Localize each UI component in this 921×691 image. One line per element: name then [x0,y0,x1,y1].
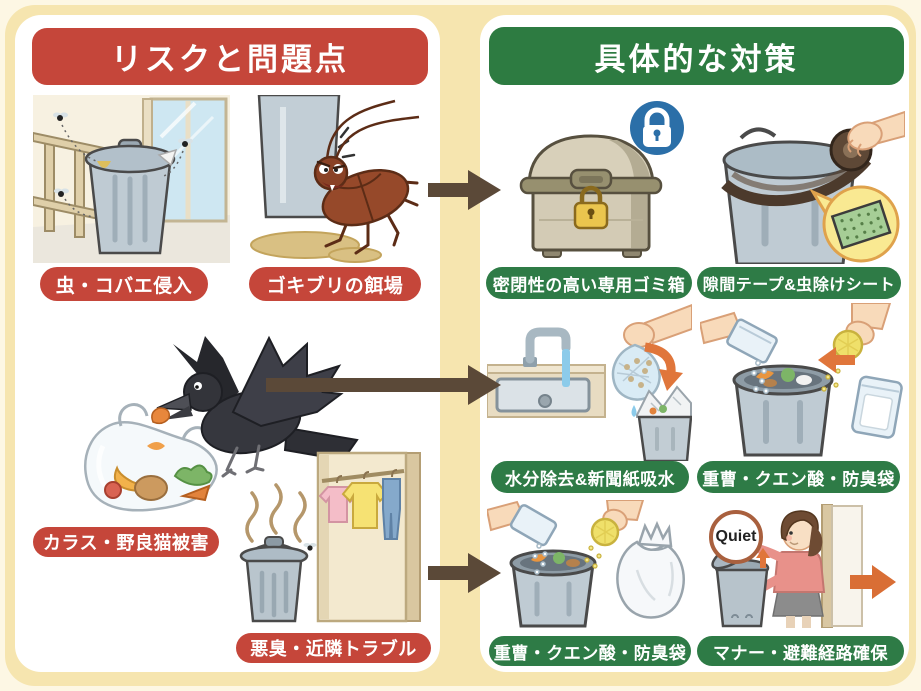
hand-with-lemon [584,500,645,569]
fly-icon [160,138,193,178]
solution-label-manners-evacuation: マナー・避難経路確保 [697,636,904,666]
tied-garbage-bag [616,520,685,619]
garbage-bag [84,403,218,512]
solution-label-sealed-bin: 密閉性の高い専用ゴミ箱 [486,267,692,299]
solution-label-tape-and-sheet: 隙間テープ&虫除けシート [697,267,901,299]
hand-with-mesh-bag [611,303,692,417]
orange-arrow-left-icon [818,347,855,373]
trash-can-open [509,549,597,628]
trash-can-with-lid [711,534,770,628]
quiet-lid-closing-illustration [711,504,863,628]
padlock-icon [573,185,609,230]
smelly-can-closet-illustration [239,451,421,623]
smell-waves [245,483,307,543]
orange-arrow-head [659,369,683,391]
gap-tape-illustration [721,110,905,264]
risk-label-odor-neighbor-trouble: 悪臭・近隣トラブル [236,633,431,663]
hand [847,110,905,157]
solution-label-moisture-removal: 水分除去&新聞紙吸水 [491,461,689,493]
newspaper-can [636,385,692,461]
risk-label-cockroach-feeding: ゴキブリの餌場 [249,267,421,301]
tape-strip [721,156,872,207]
sink [487,327,606,418]
gentle-close-arrow-icon [756,548,770,568]
repellent-sheet-bubble [809,185,900,263]
sink-drain-illustration [487,303,692,461]
sealed-trash-box-illustration [519,101,684,258]
risk-label-crow-cat-damage: カラス・野良猫被害 [33,527,219,557]
powder-and-deodorizing-bag-illustration [487,500,685,628]
cockroach [313,99,420,255]
cockroach-illustration [250,95,420,263]
hand-with-packet [487,500,558,575]
hand-with-lemon [821,303,892,392]
water-stream [562,349,570,387]
deodorizing-pouch [851,375,903,439]
risk-label-insect-intrusion: 虫・コバエ侵入 [40,267,208,301]
trash-can [84,138,178,255]
balcony-flies-illustration [33,95,230,263]
orange-arrow-icon [644,342,676,374]
hand-with-packet [700,311,778,394]
door [831,505,863,627]
fly-icon [54,188,96,218]
door-frame [821,504,833,628]
baking-soda-citric-acid-illustration [700,303,903,457]
lock-icon [630,101,684,155]
solution-label-baking-soda-2: 重曹・クエン酸・防臭袋 [489,636,691,666]
quiet-badge: Quiet [709,510,763,564]
fly-icon [53,112,97,162]
trash-can-open [732,364,834,457]
solutions-header: 具体的な対策 [489,27,904,85]
risks-header: リスクと問題点 [32,28,428,85]
fly-icon [303,543,317,551]
closet [316,451,421,623]
trash-can [239,536,309,623]
jeans [382,478,401,540]
solution-label-baking-soda-1: 重曹・クエン酸・防臭袋 [697,461,900,493]
